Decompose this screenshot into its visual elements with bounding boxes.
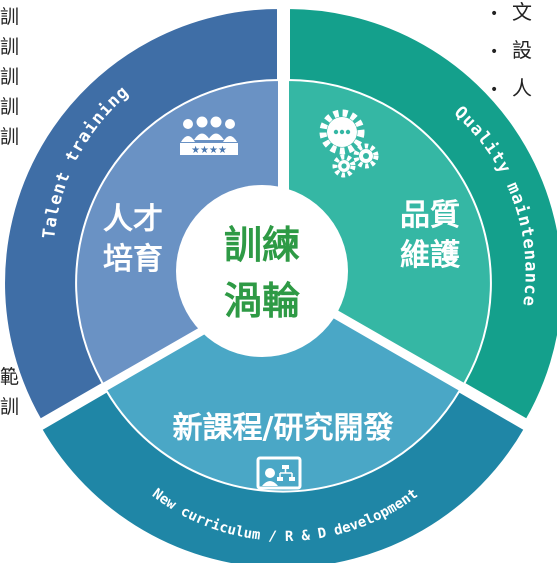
presentation-board-icon [256,456,302,490]
left-char-4: 訓 [0,96,20,118]
right-list-text: 文 [512,0,532,24]
right-list-text: 人 [512,76,532,100]
left-char-3: 訓 [0,66,20,88]
quality-zh-line1: 品質 [400,198,460,233]
left-char-1: 訓 [0,6,20,28]
left-char-6: 範 [0,366,20,388]
curriculum-zh-label: 新課程/研究開發 [173,411,394,446]
curriculum-inner-ring [104,286,462,493]
bullet: • [490,43,499,60]
svg-text:★★★★: ★★★★ [191,145,227,156]
right-list-item-2: •設 [490,40,532,60]
talent-zh-line2: 培育 [103,242,163,277]
bullet: • [490,81,499,98]
gears-icon [319,109,379,178]
center-circle [176,185,348,357]
left-char-5: 訓 [0,126,20,148]
left-char-7: 訓 [0,396,20,418]
center-title-line2: 渦輪 [224,279,300,323]
bullet: • [490,5,499,22]
talent-zh-line1: 人才 [103,202,163,237]
quality-zh-line2: 維護 [400,238,461,273]
center-title-line1: 訓練 [224,223,300,267]
right-list-item-1: •文 [490,2,532,22]
right-list-item-3: •人 [490,78,532,98]
right-list-text: 設 [512,38,532,62]
left-char-2: 訓 [0,36,20,58]
audience-stars-icon: ★★★★ [180,116,238,156]
